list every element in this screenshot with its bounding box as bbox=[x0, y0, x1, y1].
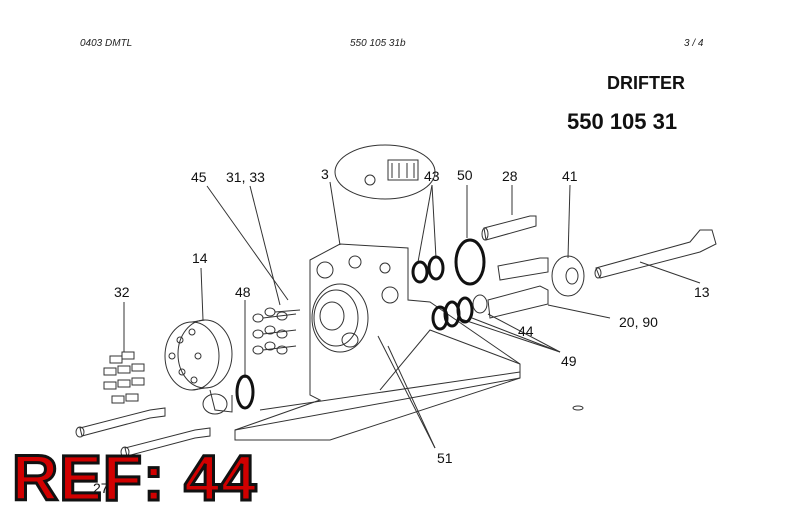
callout-31-33: 31, 33 bbox=[226, 169, 265, 185]
header-center: 550 105 31b bbox=[350, 38, 406, 49]
drawing-title: DRIFTER bbox=[607, 73, 685, 93]
callout-13: 13 bbox=[694, 284, 710, 300]
callout-3: 3 bbox=[321, 166, 329, 182]
callout-50: 50 bbox=[457, 167, 473, 183]
callout-20-90: 20, 90 bbox=[619, 314, 658, 330]
header-right: 3 / 4 bbox=[684, 38, 704, 49]
callout-48: 48 bbox=[235, 284, 251, 300]
callout-43: 43 bbox=[424, 168, 440, 184]
callout-32: 32 bbox=[114, 284, 130, 300]
callout-28: 28 bbox=[502, 168, 518, 184]
callout-41: 41 bbox=[562, 168, 578, 184]
header-left: 0403 DMTL bbox=[80, 38, 133, 49]
callout-51: 51 bbox=[437, 450, 453, 466]
callout-44: 44 bbox=[518, 323, 534, 339]
callout-27: 27 bbox=[93, 480, 109, 496]
part-number: 550 105 31 bbox=[567, 109, 678, 134]
callout-45: 45 bbox=[191, 169, 207, 185]
callout-14: 14 bbox=[192, 250, 208, 266]
callout-49: 49 bbox=[561, 353, 577, 369]
ref-label: REF: 44 bbox=[10, 442, 258, 514]
